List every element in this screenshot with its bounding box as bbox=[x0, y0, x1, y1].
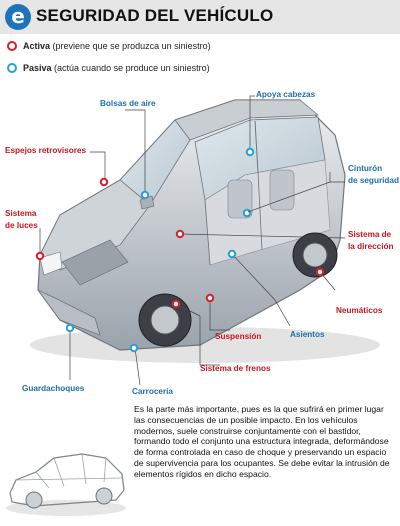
leader-espejos bbox=[90, 151, 106, 182]
dot-asientos bbox=[227, 249, 237, 259]
e-letter-icon: e bbox=[5, 4, 31, 30]
label-carroceria: Carrocería bbox=[132, 387, 173, 396]
legend-active-note: (previene que se produzca un siniestro) bbox=[52, 41, 211, 51]
leader-apoya-cabezas bbox=[249, 95, 255, 152]
label-cinturon-2: de seguridad bbox=[348, 176, 399, 185]
logo-letter: e bbox=[11, 4, 25, 28]
legend-passive: Pasiva (actúa cuando se produce un sinie… bbox=[7, 63, 210, 73]
dot-direccion bbox=[175, 229, 185, 239]
blue-ring-icon bbox=[7, 63, 17, 73]
label-guardachoques: Guardachoques bbox=[22, 384, 85, 393]
leader-lines bbox=[39, 95, 346, 386]
header-bar: e SEGURIDAD DEL VEHÍCULO bbox=[0, 0, 400, 34]
dot-frenos bbox=[171, 299, 181, 309]
leader-asientos bbox=[231, 253, 291, 327]
car-frame-illustration bbox=[6, 453, 126, 516]
dot-carroceria bbox=[129, 343, 139, 353]
label-espejos-retrovisores: Espejos retrovisores bbox=[5, 146, 87, 155]
legend-passive-note: (actúa cuando se produce un siniestro) bbox=[54, 63, 210, 73]
leader-frenos bbox=[175, 303, 220, 366]
marker-dots bbox=[35, 147, 325, 353]
car-body bbox=[30, 99, 380, 363]
dot-guardachoques bbox=[65, 323, 75, 333]
legend-active: Activa (previene que se produzca un sini… bbox=[7, 41, 211, 51]
carroceria-description: Es la parte más importante, pues es la q… bbox=[134, 404, 390, 479]
dot-apoya-cabezas bbox=[245, 147, 255, 157]
label-asientos: Asientos bbox=[290, 330, 325, 339]
label-apoya-cabezas: Apoya cabezas bbox=[256, 90, 316, 99]
legend-active-label: Activa bbox=[23, 41, 51, 51]
label-luces-1: Sistema bbox=[5, 209, 37, 218]
label-sistema-frenos: Sistema de frenos bbox=[200, 364, 271, 373]
label-bolsas-aire: Bolsas de aire bbox=[100, 99, 156, 108]
label-direccion-2: la dirección bbox=[348, 242, 394, 251]
leader-carroceria bbox=[134, 347, 141, 386]
dot-neumaticos bbox=[315, 267, 325, 277]
leader-bolsas-aire bbox=[125, 109, 146, 192]
leader-direccion bbox=[179, 233, 346, 239]
dot-bolsas-aire bbox=[140, 190, 150, 200]
dot-luces bbox=[35, 251, 45, 261]
label-direccion-1: Sistema de bbox=[348, 230, 392, 239]
dot-espejos bbox=[99, 177, 109, 187]
label-suspension: Suspensión bbox=[215, 332, 262, 341]
red-ring-icon bbox=[7, 41, 17, 51]
page-title: SEGURIDAD DEL VEHÍCULO bbox=[36, 6, 274, 25]
leader-suspension bbox=[209, 300, 230, 331]
label-neumaticos: Neumáticos bbox=[336, 306, 383, 315]
dot-cinturon bbox=[242, 208, 252, 218]
legend-passive-label: Pasiva bbox=[23, 63, 52, 73]
dot-suspension bbox=[205, 293, 215, 303]
label-luces-2: de luces bbox=[5, 221, 38, 230]
label-cinturon-1: Cinturón bbox=[348, 164, 383, 173]
